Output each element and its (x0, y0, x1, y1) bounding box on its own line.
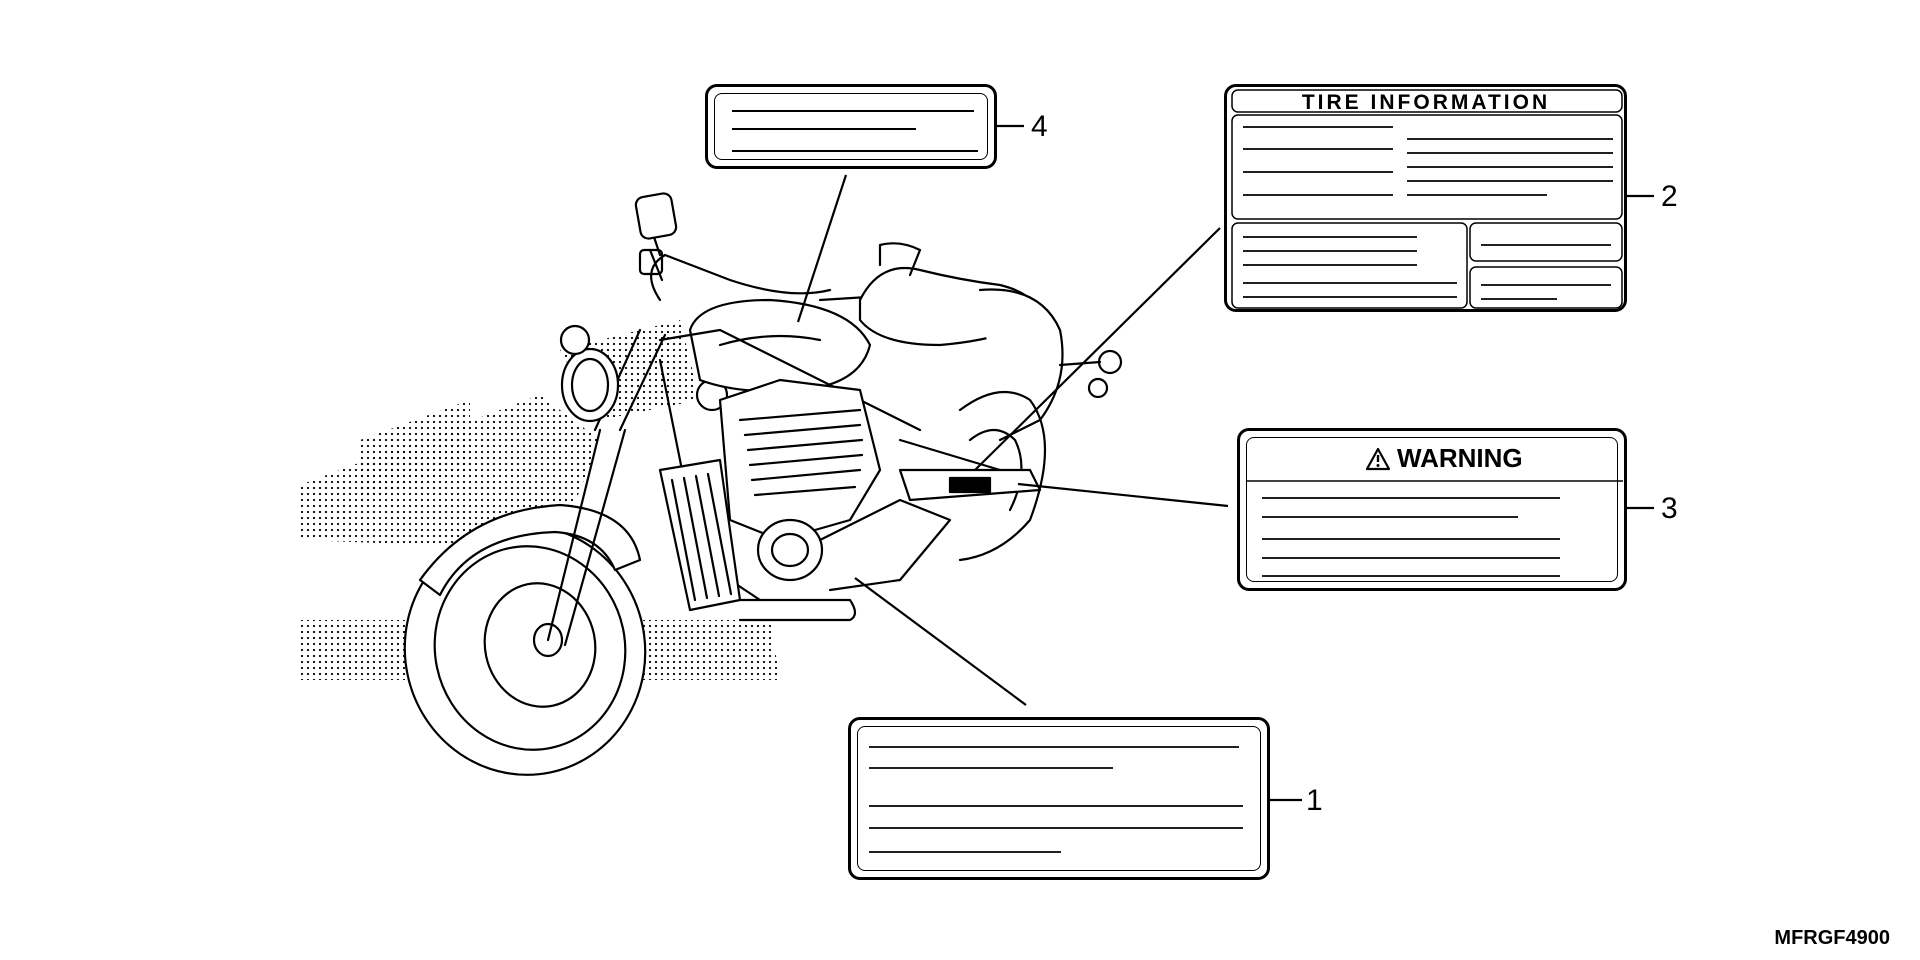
label-box-4 (705, 84, 997, 169)
label-3-inner (1246, 437, 1618, 582)
warning-triangle-icon (1365, 447, 1391, 470)
label-2-panels (1231, 89, 1623, 309)
warning-title-text: WARNING (1397, 443, 1523, 473)
label-3-divider (1247, 480, 1623, 577)
label-box-2: TIRE INFORMATION (1224, 84, 1627, 312)
label-4-inner (714, 93, 988, 160)
callout-number-1: 1 (1306, 784, 1323, 817)
label-1-text-lines (869, 746, 1243, 853)
callout-number-4: 4 (1031, 110, 1048, 143)
label-box-3: WARNING (1237, 428, 1627, 591)
callout-number-3: 3 (1661, 492, 1678, 525)
label-4-text-lines (732, 110, 978, 152)
tire-information-title: TIRE INFORMATION (1301, 91, 1551, 114)
label-1-inner (857, 726, 1261, 871)
callout-number-2: 2 (1661, 180, 1678, 213)
warning-heading: WARNING (1365, 443, 1523, 474)
label-box-1 (848, 717, 1270, 880)
catalog-code: MFRGF4900 (1774, 927, 1890, 949)
